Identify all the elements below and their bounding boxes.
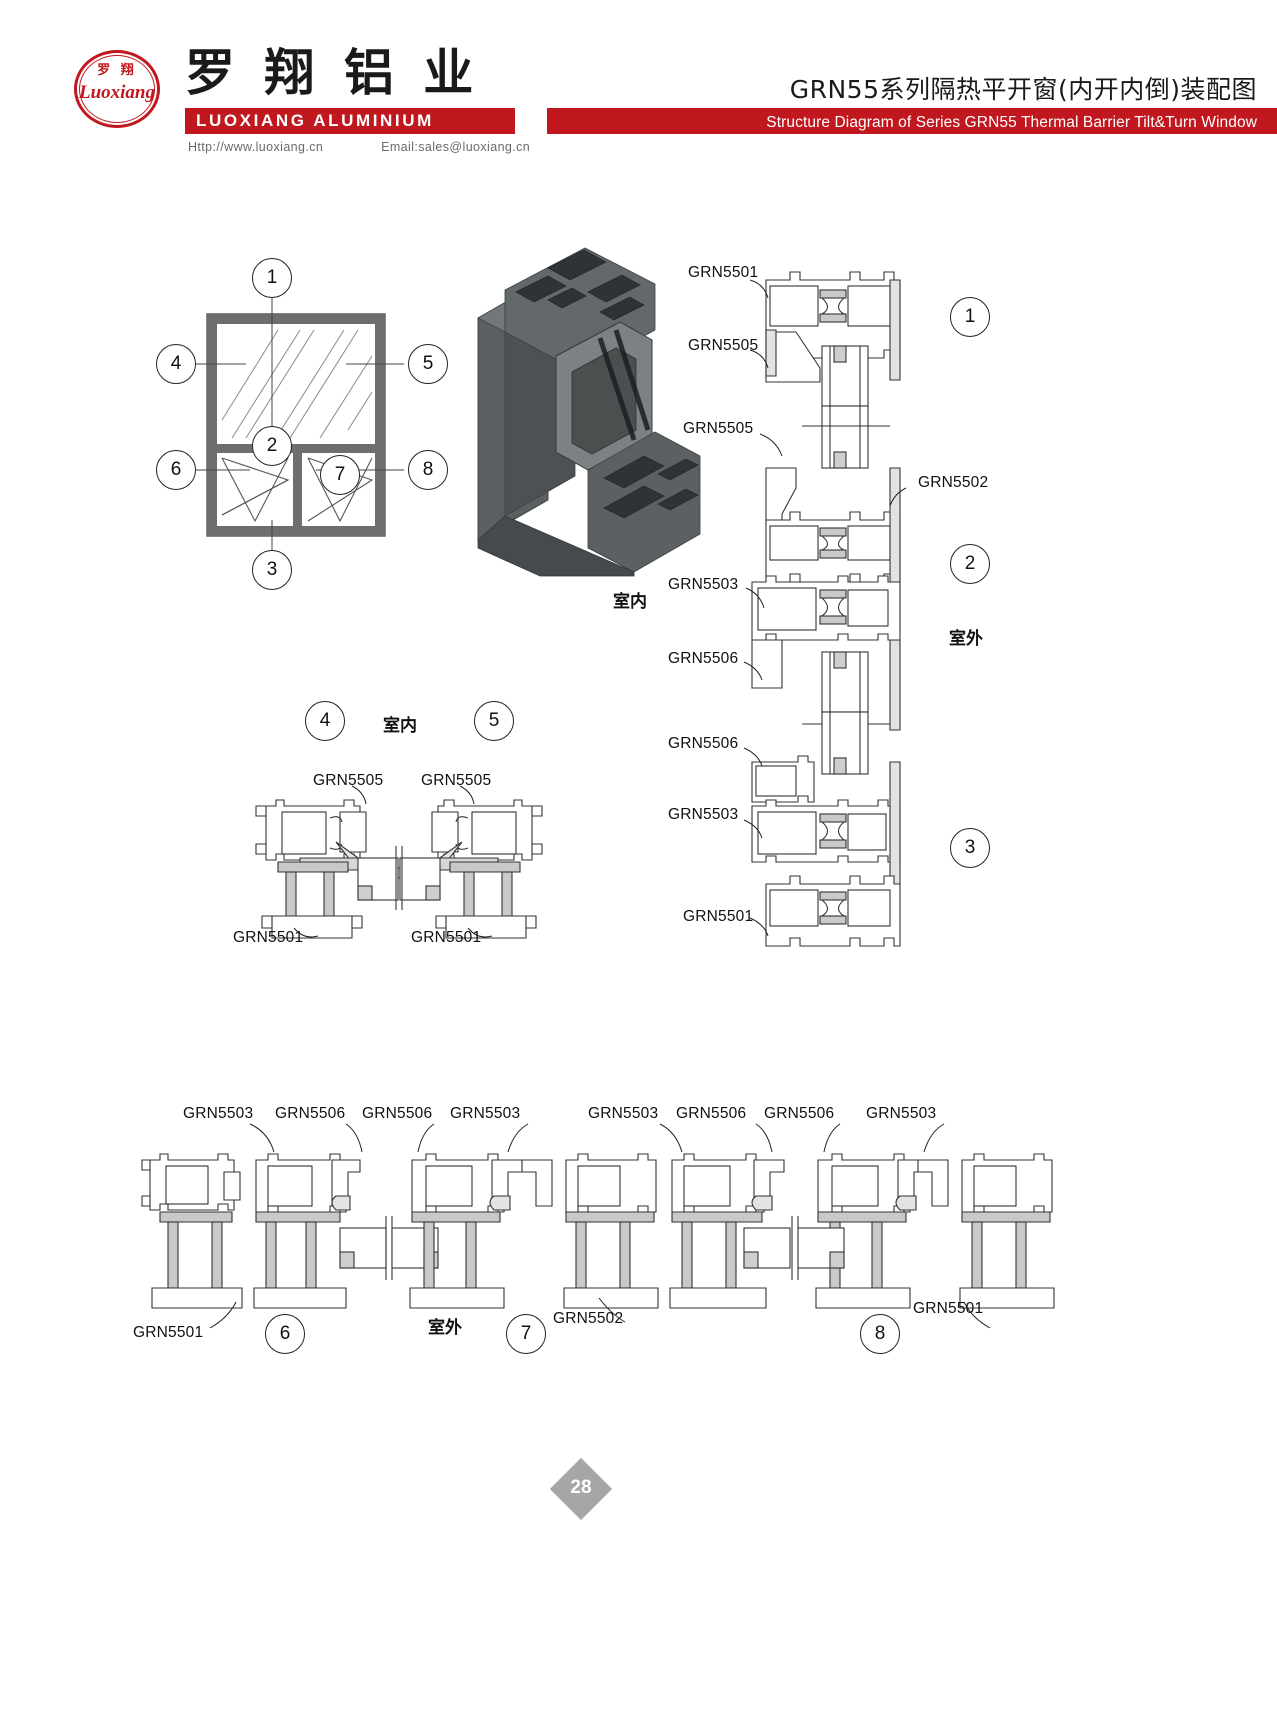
right-outdoor-label: 室外 bbox=[949, 629, 983, 649]
right-callout-3[interactable]: 3 bbox=[950, 828, 990, 868]
contact-info: Http://www.luoxiang.cn Email:sales@luoxi… bbox=[188, 140, 530, 154]
bottom-label-grn5506-c: GRN5506 bbox=[676, 1105, 747, 1122]
elevation-callout-2[interactable]: 2 bbox=[252, 426, 292, 466]
page-title-chinese: GRN55系列隔热平开窗(内开内倒)装配图 bbox=[789, 75, 1257, 104]
bottom-callout-7[interactable]: 7 bbox=[506, 1314, 546, 1354]
right-label-grn5505-detail1: GRN5505 bbox=[688, 337, 759, 354]
window-elevation-drawing bbox=[196, 298, 404, 556]
render-indoor-label: 室内 bbox=[613, 592, 647, 612]
brand-name-chinese: 罗 翔 铝 业 bbox=[185, 44, 480, 102]
bottom-label-grn5503-d: GRN5503 bbox=[866, 1105, 937, 1122]
middle-label-grn5505-left: GRN5505 bbox=[313, 772, 384, 789]
bottom-outdoor-label: 室外 bbox=[428, 1318, 462, 1338]
elevation-callout-8[interactable]: 8 bbox=[408, 450, 448, 490]
company-logo-badge: 罗 翔 Luoxiang bbox=[74, 50, 164, 132]
right-label-grn5501-detail1: GRN5501 bbox=[688, 264, 759, 281]
detail-3-profile bbox=[751, 711, 901, 947]
right-column-leaders bbox=[743, 279, 907, 937]
bottom-label-grn5506-b: GRN5506 bbox=[362, 1105, 433, 1122]
detail-1-profile bbox=[765, 271, 901, 407]
right-callout-1[interactable]: 1 bbox=[950, 297, 990, 337]
bottom-label-grn5501-right: GRN5501 bbox=[913, 1300, 984, 1317]
website-url: Http://www.luoxiang.cn bbox=[188, 140, 324, 154]
bottom-callout-6[interactable]: 6 bbox=[265, 1314, 305, 1354]
logo-outer-ring bbox=[74, 50, 160, 128]
right-callout-2[interactable]: 2 bbox=[950, 544, 990, 584]
page-title-english: Structure Diagram of Series GRN55 Therma… bbox=[766, 114, 1257, 131]
title-red-bar bbox=[547, 108, 1277, 134]
right-label-grn5505-detail2: GRN5505 bbox=[683, 420, 754, 437]
detail-2-profile bbox=[751, 405, 901, 731]
brand-name-english: LUOXIANG ALUMINIUM bbox=[196, 111, 434, 130]
elevation-callout-7[interactable]: 7 bbox=[320, 455, 360, 495]
elevation-callout-4[interactable]: 4 bbox=[156, 344, 196, 384]
elevation-callout-5[interactable]: 5 bbox=[408, 344, 448, 384]
right-label-grn5501-detail3: GRN5501 bbox=[683, 908, 754, 925]
elevation-callout-3[interactable]: 3 bbox=[252, 550, 292, 590]
brand-red-bar bbox=[185, 108, 515, 134]
middle-indoor-label: 室内 bbox=[383, 716, 417, 736]
right-label-grn5506-detail3: GRN5506 bbox=[668, 735, 739, 752]
middle-callout-5[interactable]: 5 bbox=[474, 701, 514, 741]
right-label-grn5503-detail3: GRN5503 bbox=[668, 806, 739, 823]
bottom-label-grn5503-c: GRN5503 bbox=[588, 1105, 659, 1122]
bottom-label-grn5503-b: GRN5503 bbox=[450, 1105, 521, 1122]
logo-chinese-text: 罗 翔 bbox=[97, 63, 137, 78]
right-label-grn5502-detail2: GRN5502 bbox=[918, 474, 989, 491]
right-label-grn5503-detail2: GRN5503 bbox=[668, 576, 739, 593]
middle-label-grn5505-right: GRN5505 bbox=[421, 772, 492, 789]
logo-inner-ring bbox=[79, 55, 155, 123]
logo-english-text: Luoxiang bbox=[78, 82, 156, 103]
bottom-label-grn5506-a: GRN5506 bbox=[275, 1105, 346, 1122]
bottom-label-grn5502-mid: GRN5502 bbox=[553, 1310, 624, 1327]
page-number-text: 28 bbox=[570, 1477, 592, 1498]
elevation-callout-6[interactable]: 6 bbox=[156, 450, 196, 490]
bottom-callout-8[interactable]: 8 bbox=[860, 1314, 900, 1354]
elevation-callout-1[interactable]: 1 bbox=[252, 258, 292, 298]
page-number-badge: 28 bbox=[549, 1457, 629, 1527]
right-label-grn5506-detail2: GRN5506 bbox=[668, 650, 739, 667]
bottom-label-grn5501-left: GRN5501 bbox=[133, 1324, 204, 1341]
bottom-label-grn5506-d: GRN5506 bbox=[764, 1105, 835, 1122]
middle-label-grn5501-left: GRN5501 bbox=[233, 929, 304, 946]
middle-label-grn5501-right: GRN5501 bbox=[411, 929, 482, 946]
middle-callout-4[interactable]: 4 bbox=[305, 701, 345, 741]
page-header: 罗 翔 Luoxiang 罗 翔 铝 业 LUOXIANG ALUMINIUM … bbox=[0, 0, 1277, 172]
bottom-label-grn5503-a: GRN5503 bbox=[183, 1105, 254, 1122]
email-address: Email:sales@luoxiang.cn bbox=[381, 140, 531, 154]
